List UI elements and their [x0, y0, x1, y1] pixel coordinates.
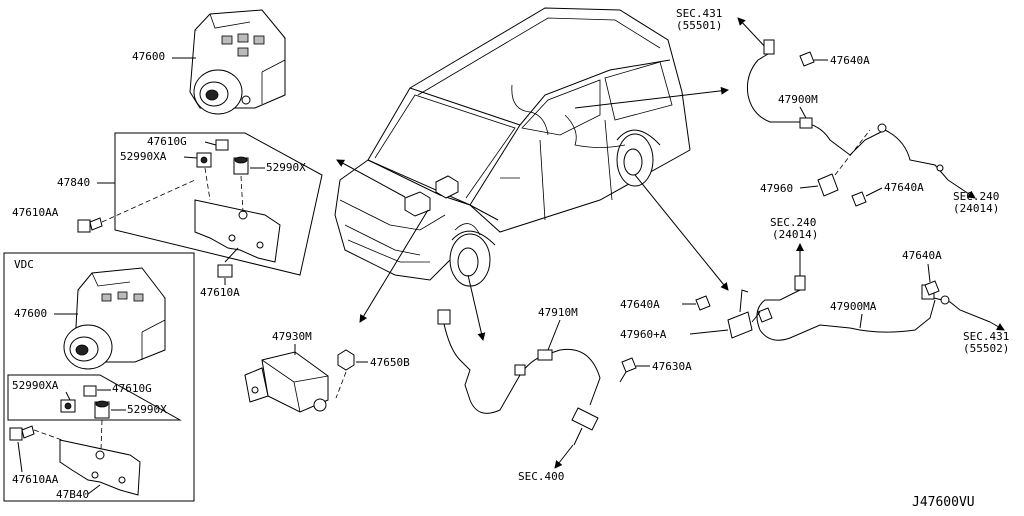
label-47610G-vdc: 47610G [112, 382, 152, 395]
label-sec400: SEC.400 [518, 470, 564, 483]
bracket-47960A [727, 289, 761, 339]
label-47650B: 47650B [370, 356, 410, 369]
bolt-47640A-4 [695, 295, 711, 311]
label-sec431-a: SEC.431 [676, 7, 722, 20]
bracket-47840-top [194, 167, 281, 263]
label-47840-vdc: 47B40 [56, 488, 89, 501]
label-sec431-b: SEC.431 [963, 330, 1009, 343]
abs-actuator-unit-top [189, 9, 286, 115]
label-47610A-top: 47610A [200, 286, 240, 299]
label-sec431-b-sub: (55502) [963, 342, 1009, 355]
label-47960: 47960 [760, 182, 793, 195]
bolt-47640A-2 [851, 191, 867, 207]
vdc-variant-box [3, 252, 195, 502]
abs-actuator-unit-vdc [63, 267, 166, 370]
label-sec240-a-sub: (24014) [953, 202, 999, 215]
nut-47650B [337, 349, 355, 371]
vehicle-outline [334, 7, 691, 287]
bracket-47960 [817, 129, 871, 197]
bolt-47640A-1 [799, 51, 815, 67]
label-52990XA-vdc: 52990XA [12, 379, 59, 392]
label-47610AA-top: 47610AA [12, 206, 59, 219]
bolt-47610G-vdc [83, 385, 97, 397]
label-47960A: 47960+A [620, 328, 667, 341]
label-47610G-top: 47610G [147, 135, 187, 148]
label-sec240-b: SEC.240 [770, 216, 816, 229]
label-47640A-2: 47640A [884, 181, 924, 194]
label-52990XA-top: 52990XA [120, 150, 167, 163]
label-47840-top: 47840 [57, 176, 90, 189]
label-52990X-vdc: 52990X [127, 403, 167, 416]
bolt-47640A-3 [924, 280, 940, 296]
bolt-47610G-top [215, 139, 229, 151]
label-47930M: 47930M [272, 330, 312, 343]
rear-wheel-sensor-47900MA [756, 275, 991, 341]
label-47900MA: 47900MA [830, 300, 877, 313]
front-wheel-sensor-47910M [437, 309, 601, 446]
label-sec240-b-sub: (24014) [772, 228, 818, 241]
yaw-rate-sensor [244, 351, 329, 413]
label-52990X-top: 52990X [266, 161, 306, 174]
label-vdc: VDC [14, 258, 34, 271]
label-47610AA-vdc: 47610AA [12, 473, 59, 486]
label-47910M: 47910M [538, 306, 578, 319]
bolt-47610AA-top [77, 217, 103, 233]
grommet-52990X-top [233, 156, 249, 175]
label-sec240-a: SEC.240 [953, 190, 999, 203]
label-47640A-4: 47640A [620, 298, 660, 311]
label-47630A: 47630A [652, 360, 692, 373]
bolt-47630A [619, 357, 637, 383]
diagram-id: J47600VU [912, 495, 975, 510]
grommet-52990X-vdc [94, 400, 110, 419]
bracket-47840-vdc [59, 419, 141, 496]
label-47900M: 47900M [778, 93, 818, 106]
label-47600-vdc: 47600 [14, 307, 47, 320]
bolt-47610A-top [217, 247, 239, 278]
label-sec431-a-sub: (55501) [676, 19, 722, 32]
bolt-47610AA-vdc [9, 425, 35, 441]
bushing-52990XA-top [196, 152, 212, 168]
label-47640A-1: 47640A [830, 54, 870, 67]
bushing-52990XA-vdc [60, 399, 76, 413]
label-47640A-3: 47640A [902, 249, 942, 262]
bracket-assembly-box [114, 132, 323, 276]
label-47600-top: 47600 [132, 50, 165, 63]
callout-arrows [336, 86, 729, 341]
